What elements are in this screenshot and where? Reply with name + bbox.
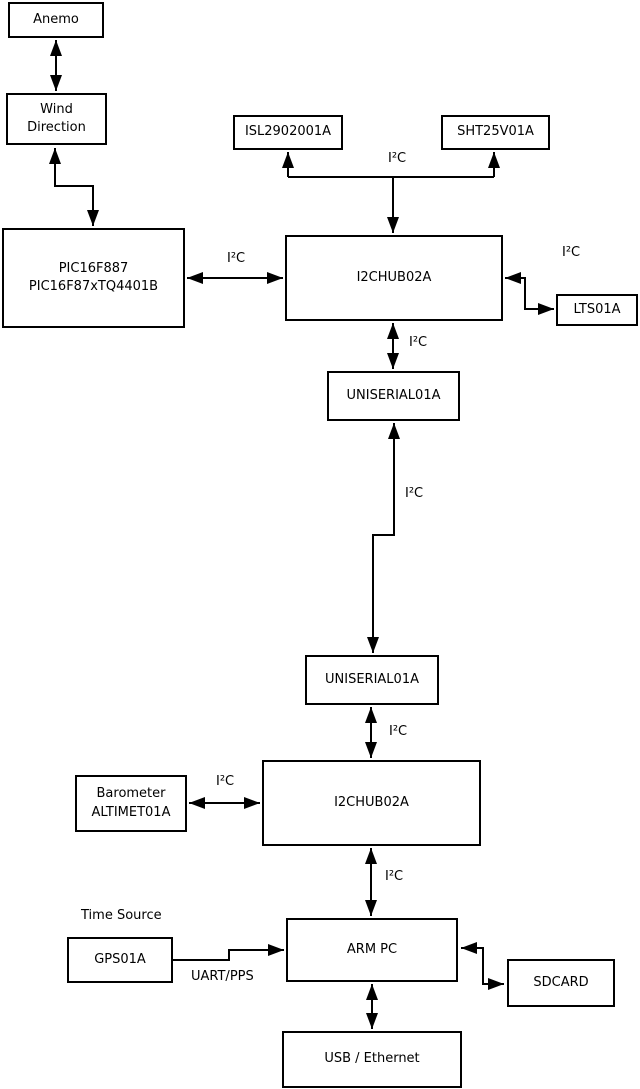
node-usb-ethernet: USB / Ethernet [282,1031,462,1088]
edge-label-i2c-uniserial2-hub2: I²C [389,724,408,739]
node-i2chub02a-1: I2CHUB02A [285,235,503,321]
edge-label-i2c-uniserial1-uniserial2: I²C [405,486,424,501]
node-uniserial01a-2: UNISERIAL01A [305,655,439,705]
node-arm-pc: ARM PC [286,918,458,982]
node-sht25v01a: SHT25V01A [441,115,550,150]
wire-armpc-sdcard [461,942,504,990]
wire-gps-armpc [173,944,284,961]
edge-label-i2c-pic-hub1: I²C [227,251,246,266]
node-barometer-altimet01a: Barometer ALTIMET01A [75,775,187,832]
node-isl2902001a: ISL2902001A [233,115,343,150]
node-anemo: Anemo [8,2,104,38]
edge-label-i2c-hub1-uniserial1: I²C [409,335,428,350]
edge-label-i2c-hub1-sensors: I²C [388,151,407,166]
node-wind-direction: Wind Direction [6,93,107,145]
wire-uniserial1-uniserial2 [367,423,400,653]
node-lts01a: LTS01A [556,294,638,326]
edge-label-i2c-hub1-lts: I²C [562,245,581,260]
wire-wind-pic [49,148,99,226]
node-i2chub02a-2: I2CHUB02A [262,760,481,846]
caption-time-source: Time Source [81,908,162,923]
node-pic16f887: PIC16F887 PIC16F87xTQ4401B [2,228,185,328]
edge-label-uart-pps: UART/PPS [191,969,254,984]
wire-hub1-lts [505,272,554,315]
node-sdcard: SDCARD [507,959,615,1007]
wire-hub1-sensor-branch [282,152,500,233]
node-gps01a: GPS01A [67,937,173,983]
edge-label-i2c-barometer-hub2: I²C [216,774,235,789]
edge-label-i2c-hub2-armpc: I²C [385,869,404,884]
node-uniserial01a-1: UNISERIAL01A [327,371,460,421]
